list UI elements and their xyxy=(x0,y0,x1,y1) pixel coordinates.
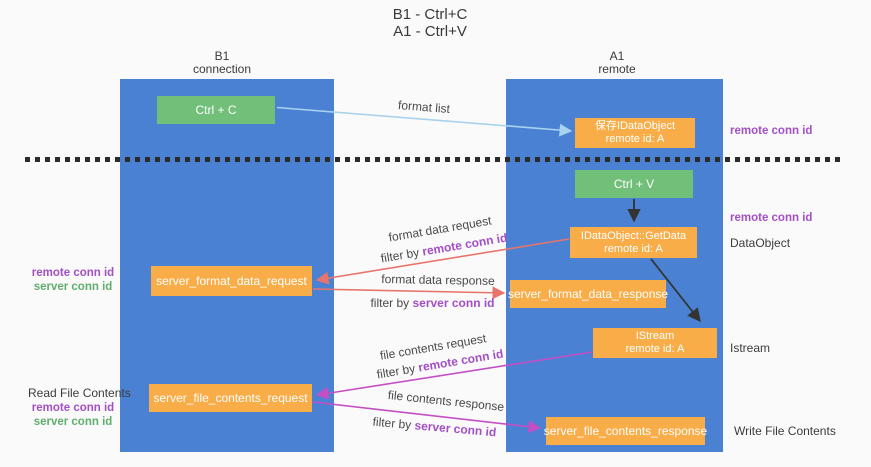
getdata-remote-id: remote id: A xyxy=(604,242,663,255)
server-file-contents-response-box: server_file_contents_response xyxy=(543,417,708,445)
server-conn-id-text: server conn id xyxy=(33,416,113,428)
left-conn-id-stack-file: remote conn id server conn id xyxy=(26,401,120,429)
server-format-data-request-box: server_format_data_request xyxy=(151,266,312,296)
save-idataobject-box: 保存IDataObject remote id: A xyxy=(575,118,695,148)
server-conn-id-text: server conn id xyxy=(413,418,497,440)
istream-title: IStream xyxy=(635,330,675,342)
save-idataobject-remote-id: remote id: A xyxy=(605,133,665,145)
remote-conn-id-label-top: remote conn id xyxy=(730,125,813,137)
server-conn-id-text: server conn id xyxy=(33,281,113,293)
title-line-2: A1 - Ctrl+V xyxy=(393,23,467,40)
arrow-format-data-response xyxy=(312,286,506,300)
file-contents-response-filter-label: filter by server conn id xyxy=(352,413,518,441)
ctrl-v-box: Ctrl + V xyxy=(575,170,693,198)
column-header-b1: B1 connection xyxy=(167,50,277,76)
write-file-contents-label: Write File Contents xyxy=(734,424,836,438)
remote-conn-id-text: remote conn id xyxy=(31,267,115,279)
remote-conn-id-text: remote conn id xyxy=(31,402,115,414)
column-header-a1: A1 remote xyxy=(562,50,672,76)
file-contents-response-label: file contents response xyxy=(387,387,505,415)
server-format-data-response-label: server_format_data_response xyxy=(507,287,669,301)
istream-remote-id: remote id: A xyxy=(625,343,685,355)
format-data-response-filter-label: filter by server conn id xyxy=(350,296,515,310)
column-a1-role: remote xyxy=(598,62,636,76)
server-file-contents-response-label: server_file_contents_response xyxy=(543,424,708,438)
filter-by-text: filter by xyxy=(370,296,413,310)
format-data-response-label: format data response xyxy=(381,272,495,288)
server-conn-id-text: server conn id xyxy=(412,296,495,310)
column-b1-role: connection xyxy=(192,62,252,76)
session-divider-dashed-line xyxy=(25,157,845,162)
server-file-contents-request-box: server_file_contents_request xyxy=(149,384,312,412)
server-format-data-response-box: server_format_data_response xyxy=(507,280,669,308)
diagram-title: B1 - Ctrl+C A1 - Ctrl+V xyxy=(330,6,530,40)
save-idataobject-title: 保存IDataObject xyxy=(594,120,676,132)
istream-side-label: Istream xyxy=(730,341,771,355)
column-b1-name: B1 xyxy=(214,49,230,63)
read-file-contents-label: Read File Contents xyxy=(28,386,131,400)
dataobject-label: DataObject xyxy=(730,236,791,250)
left-conn-id-stack-format: remote conn id server conn id xyxy=(26,266,120,294)
title-line-1: B1 - Ctrl+C xyxy=(392,6,468,23)
column-a1-name: A1 xyxy=(609,49,625,63)
filter-by-text: filter by xyxy=(372,414,416,433)
filter-by-text: filter by xyxy=(375,360,420,382)
remote-conn-id-label-getdata: remote conn id xyxy=(730,212,813,224)
ctrl-c-box: Ctrl + C xyxy=(157,96,275,124)
filter-by-text: filter by xyxy=(379,244,424,266)
server-file-contents-request-label: server_file_contents_request xyxy=(153,391,308,405)
ctrl-v-label: Ctrl + V xyxy=(613,177,655,191)
getdata-title: IDataObject::GetData xyxy=(580,229,687,242)
istream-box: IStream remote id: A xyxy=(593,328,717,358)
format-list-label: format list xyxy=(397,97,451,117)
ctrl-c-label: Ctrl + C xyxy=(195,103,237,117)
server-format-data-request-label: server_format_data_request xyxy=(156,274,307,288)
idataobject-getdata-box: IDataObject::GetData remote id: A xyxy=(570,227,697,258)
